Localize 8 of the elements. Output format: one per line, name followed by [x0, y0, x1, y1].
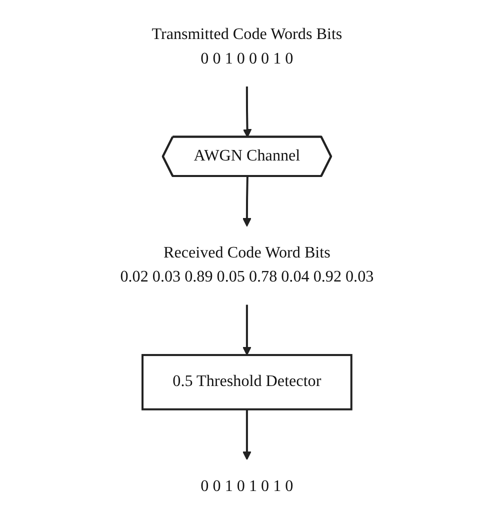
node-text: 0 0 1 0 1 0 1 0: [200, 478, 293, 495]
node-text: Transmitted Code Words Bits 0 0 1 0 0 0 1 0: [151, 26, 342, 68]
node-box: 0.5 Threshold Detector: [141, 354, 352, 410]
arrow: [242, 304, 251, 356]
arrow: [242, 176, 251, 227]
arrow: [242, 86, 252, 138]
arrow: [242, 409, 251, 460]
node-text: Received Code Word Bits 0.02 0.03 0.89 0.05 0.78 0.04 0.92 0.03: [120, 244, 374, 286]
